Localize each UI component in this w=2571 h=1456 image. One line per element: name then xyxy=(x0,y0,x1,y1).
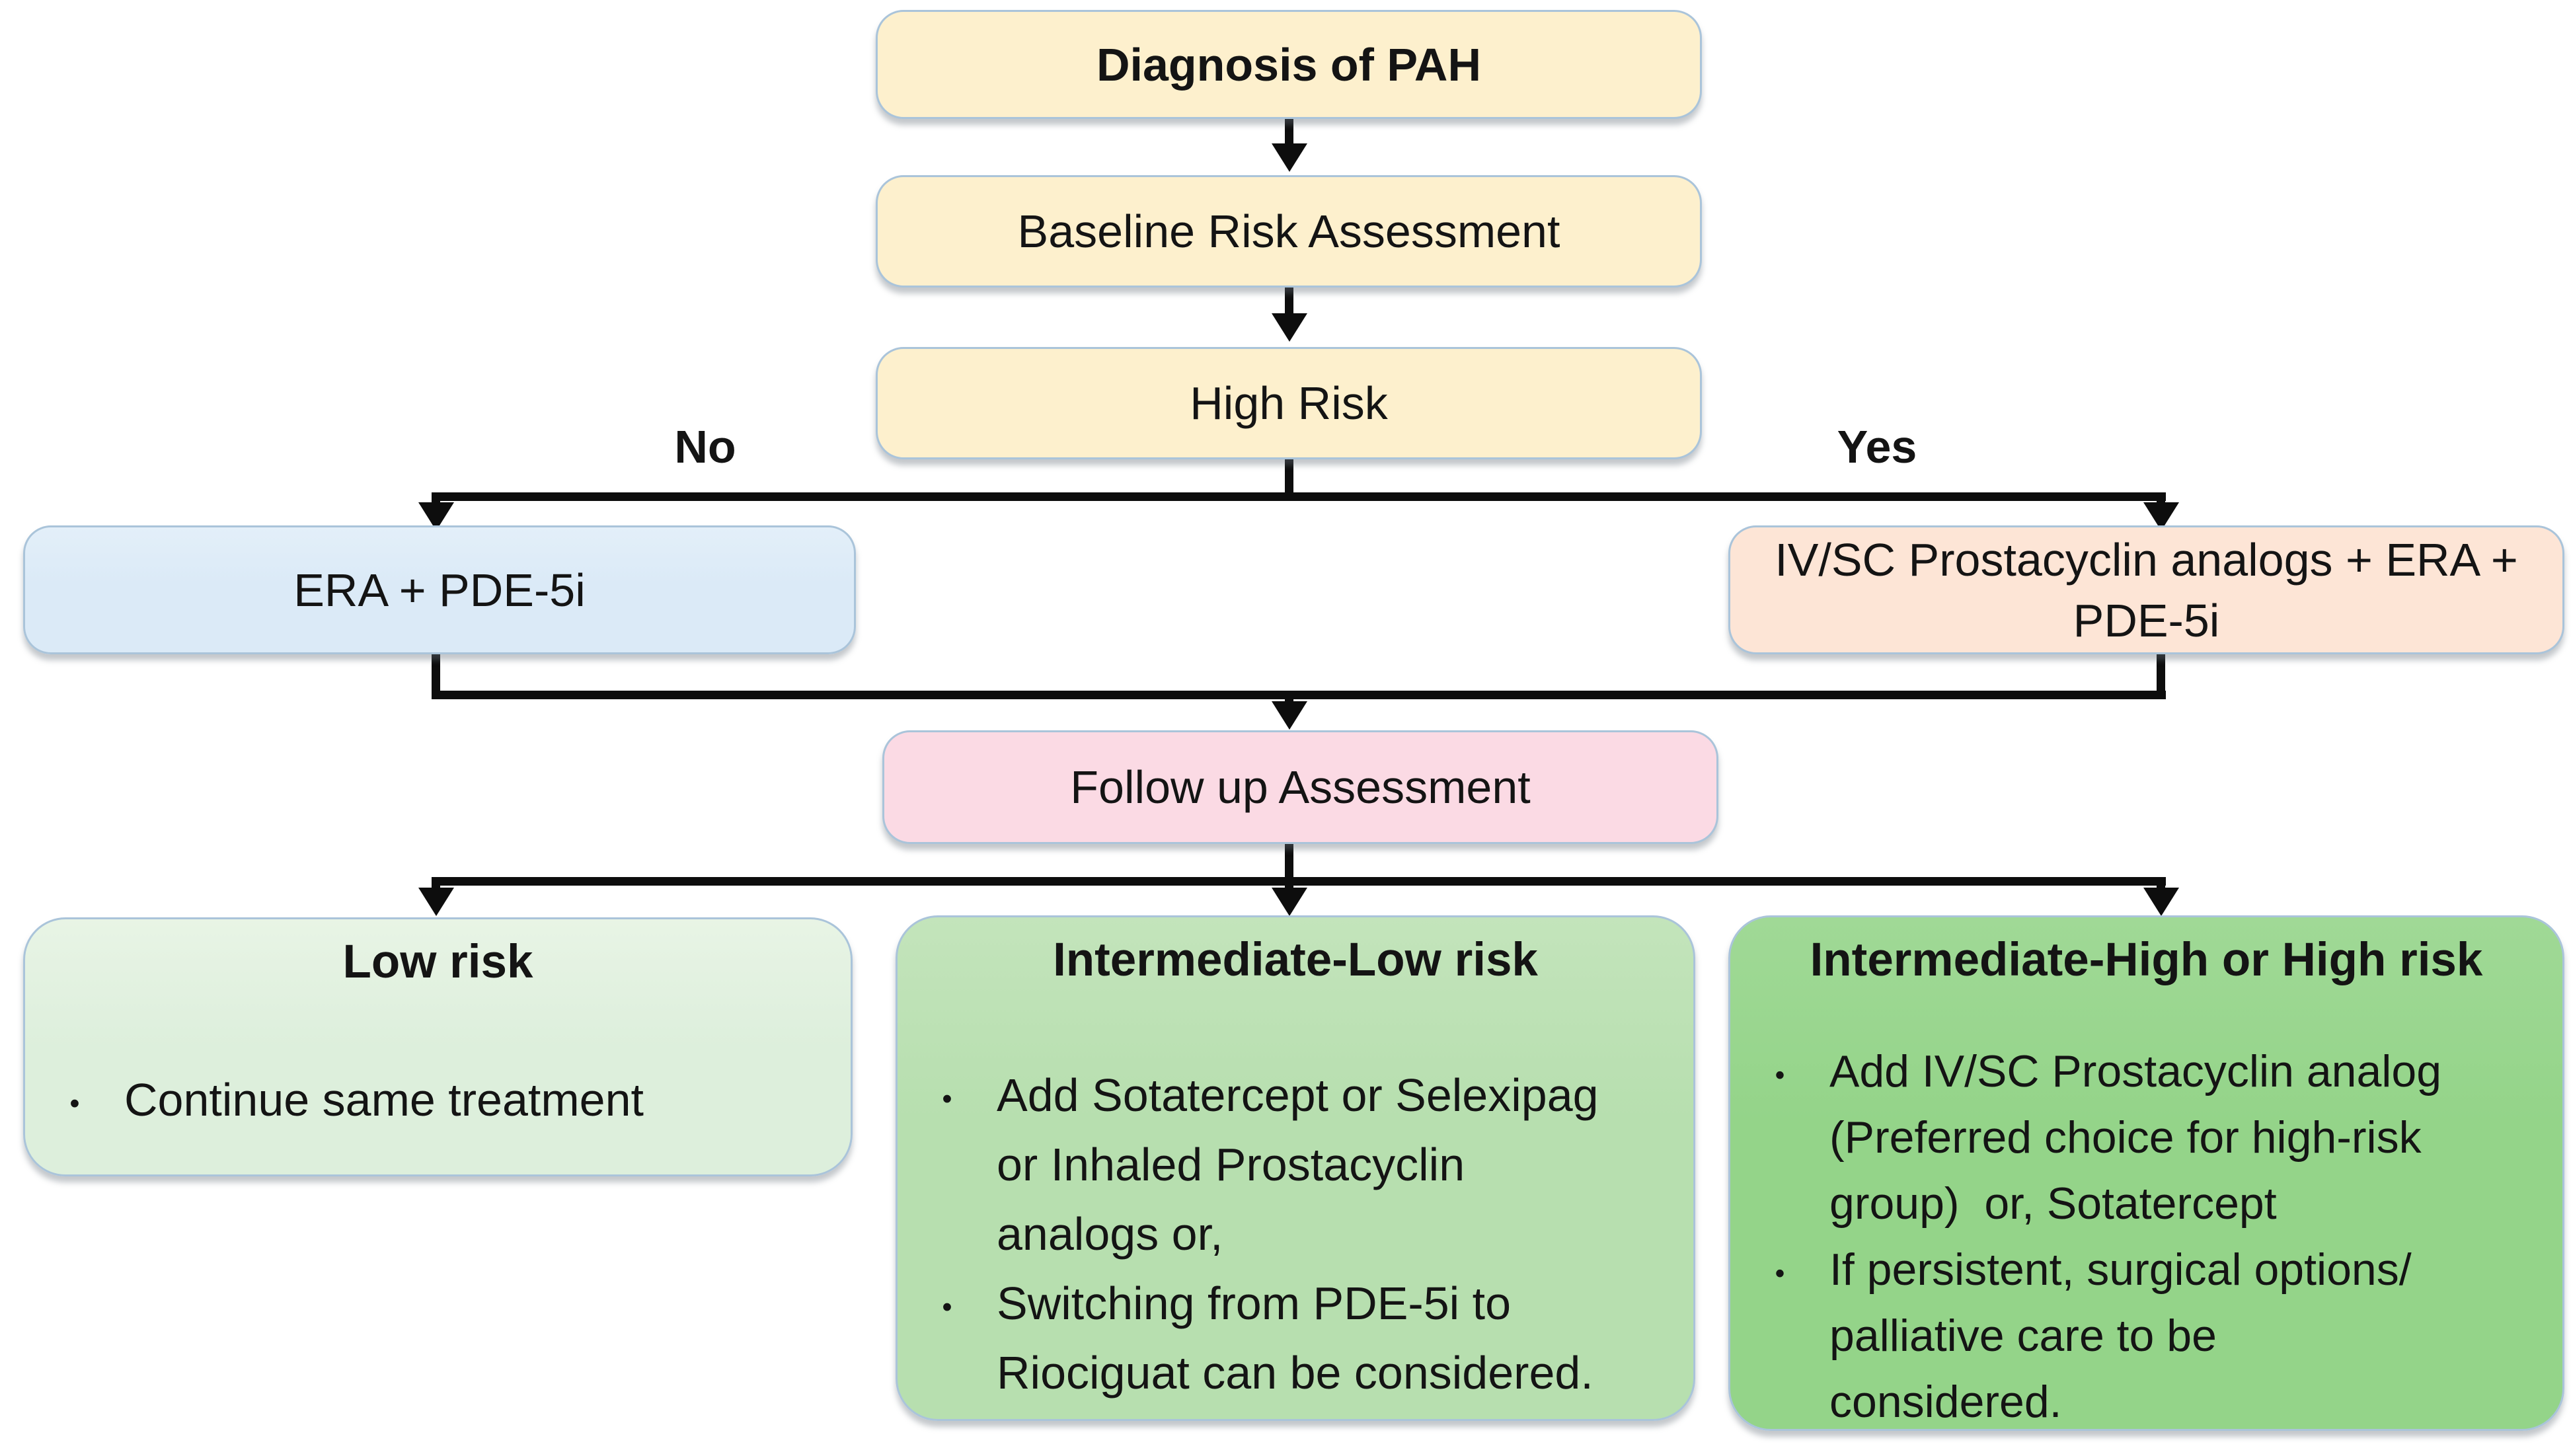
int-low-bullet-text-1: Add Sotatercept or Selexipag or Inhaled … xyxy=(997,1069,1612,1260)
int-high-bullet-text-1: Add IV/SC Prostacyclin analog (Preferred… xyxy=(1829,1046,2454,1229)
low-risk-bullets: • Continue same treatment xyxy=(25,1067,851,1133)
node-ivsc-prostacyclin: IV/SC Prostacyclin analogs + ERA + PDE-5… xyxy=(1728,525,2564,654)
bullet-icon: • xyxy=(1775,1059,1785,1091)
node-diagnosis-label: Diagnosis of PAH xyxy=(1096,38,1482,91)
bullet-icon: • xyxy=(1775,1258,1785,1289)
connector-followup-stub xyxy=(1285,844,1293,882)
node-baseline-label: Baseline Risk Assessment xyxy=(1017,206,1560,257)
fanout-line xyxy=(432,877,2166,886)
int-high-risk-title: Intermediate-High or High risk xyxy=(1810,934,2483,986)
list-item: • Add IV/SC Prostacyclin analog (Preferr… xyxy=(1730,1038,2562,1237)
node-intermediate-low-risk: Intermediate-Low risk • Add Sotatercept … xyxy=(896,915,1695,1421)
node-era-pde5i: ERA + PDE-5i xyxy=(23,525,856,654)
node-ivsc-prostacyclin-label: IV/SC Prostacyclin analogs + ERA + PDE-5… xyxy=(1775,533,2518,646)
arrowhead-into-followup-icon xyxy=(1272,701,1307,730)
int-high-risk-bullets: • Add IV/SC Prostacyclin analog (Preferr… xyxy=(1730,1038,2562,1435)
list-item: • Switching from PDE-5i to Riociguat can… xyxy=(898,1269,1693,1408)
arrowhead-into-baseline-icon xyxy=(1272,143,1307,172)
low-risk-title: Low risk xyxy=(342,936,533,988)
node-high-risk: High Risk xyxy=(876,347,1702,459)
connector-era-down xyxy=(432,651,440,699)
connector-baseline-highrisk xyxy=(1285,287,1293,319)
branch-line-highrisk xyxy=(432,492,2166,501)
arrowhead-into-intlow-icon xyxy=(1272,888,1307,916)
bullet-icon: • xyxy=(942,1083,952,1115)
node-baseline-risk-assessment: Baseline Risk Assessment xyxy=(876,175,1702,287)
low-risk-bullet-text: Continue same treatment xyxy=(124,1074,644,1126)
fanout-drop-left xyxy=(432,877,440,890)
node-followup-assessment: Follow up Assessment xyxy=(882,730,1718,844)
arrowhead-into-inthigh-icon xyxy=(2143,888,2179,916)
node-high-risk-label: High Risk xyxy=(1190,377,1388,429)
branch-label-no: No xyxy=(674,421,736,473)
arrowhead-into-highrisk-icon xyxy=(1272,313,1307,342)
int-low-risk-title: Intermediate-Low risk xyxy=(1053,934,1538,986)
int-low-risk-bullets: • Add Sotatercept or Selexipag or Inhale… xyxy=(898,1061,1693,1408)
branch-label-yes: Yes xyxy=(1837,421,1917,473)
int-high-bullet-text-2: If persistent, surgical options/ palliat… xyxy=(1829,1245,2424,1427)
list-item: • If persistent, surgical options/ palli… xyxy=(1730,1237,2562,1435)
node-era-pde5i-label: ERA + PDE-5i xyxy=(293,564,586,616)
list-item: • Continue same treatment xyxy=(25,1067,851,1133)
connector-highrisk-stub xyxy=(1285,459,1293,498)
node-followup-label: Follow up Assessment xyxy=(1070,761,1531,813)
fanout-drop-right xyxy=(2157,877,2165,890)
node-low-risk: Low risk • Continue same treatment xyxy=(23,917,853,1176)
bullet-icon: • xyxy=(942,1291,952,1323)
connector-diagnosis-baseline xyxy=(1285,119,1293,151)
arrowhead-into-lowrisk-icon xyxy=(418,888,454,916)
node-diagnosis-of-pah: Diagnosis of PAH xyxy=(876,10,1702,119)
converge-line xyxy=(432,691,2166,699)
fanout-drop-center xyxy=(1285,877,1293,890)
node-intermediate-high-risk: Intermediate-High or High risk • Add IV/… xyxy=(1728,915,2564,1431)
bullet-icon: • xyxy=(69,1088,80,1120)
list-item: • Add Sotatercept or Selexipag or Inhale… xyxy=(898,1061,1693,1269)
int-low-bullet-text-2: Switching from PDE-5i to Riociguat can b… xyxy=(997,1278,1593,1399)
connector-ivsc-down xyxy=(2157,651,2165,699)
